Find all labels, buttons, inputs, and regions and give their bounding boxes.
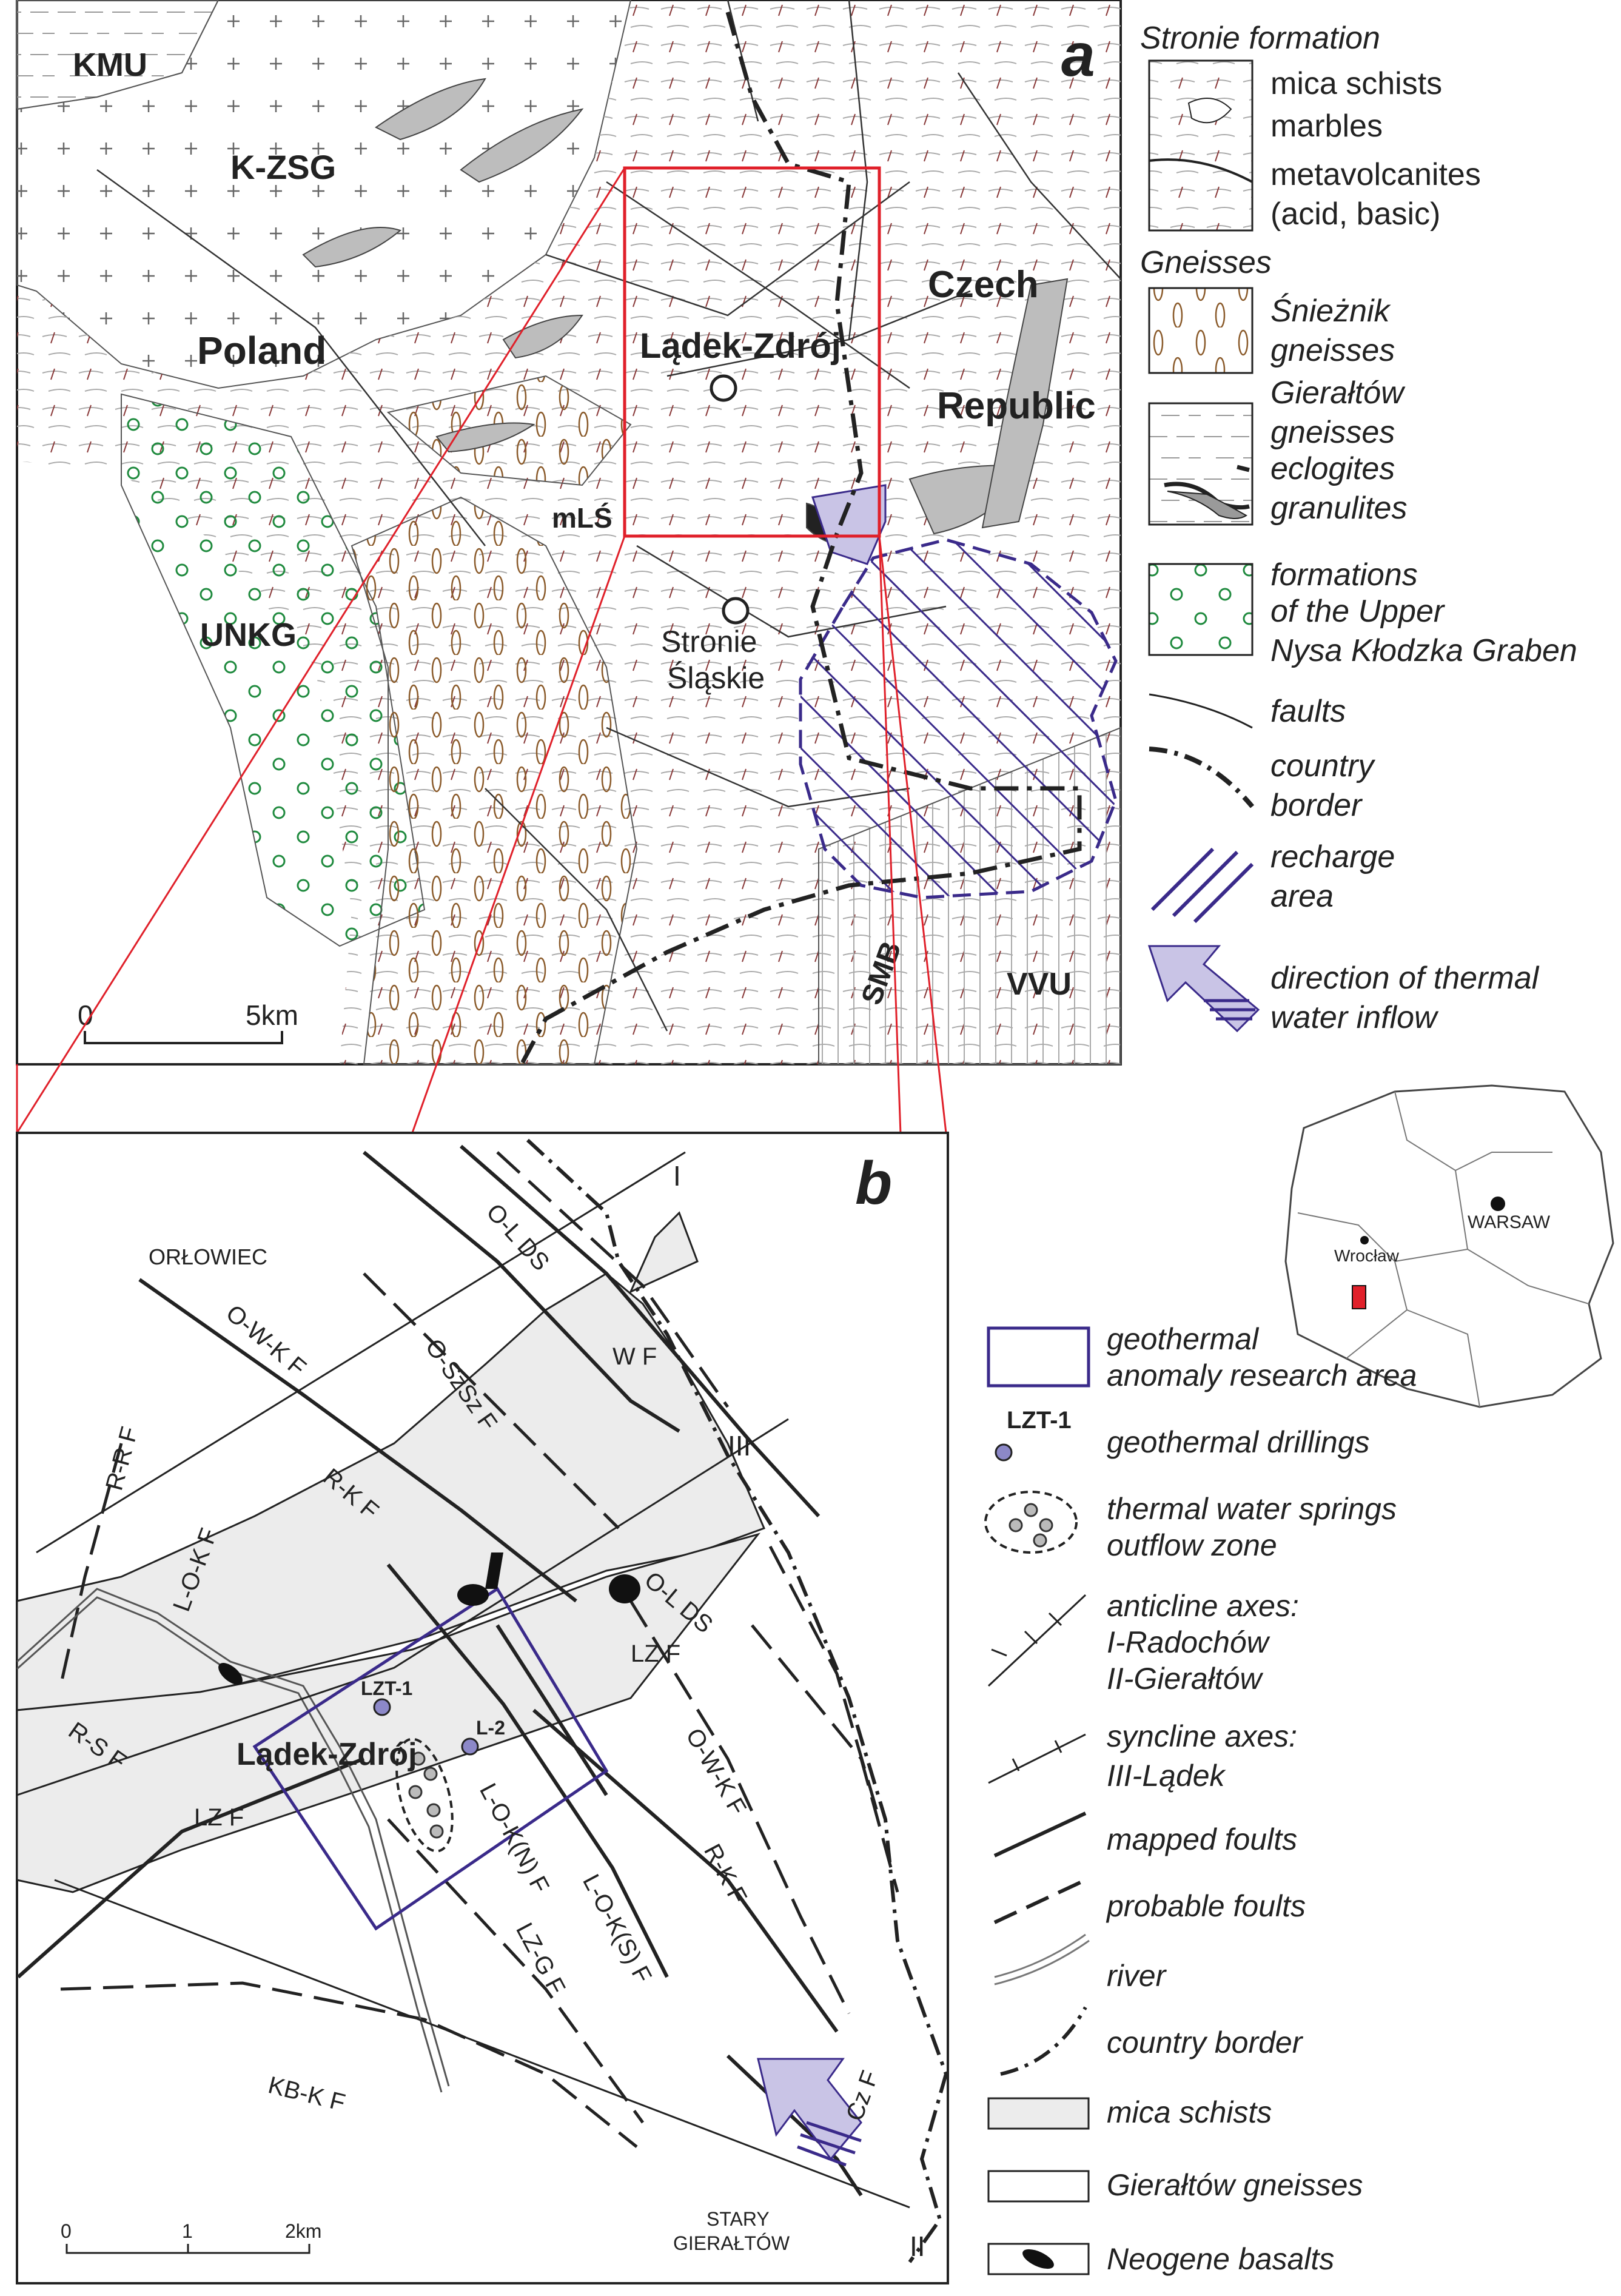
svg-text:syncline axes:: syncline axes: <box>1107 1719 1297 1753</box>
label-republic: Republic <box>937 385 1096 427</box>
svg-text:anomaly research area: anomaly research area <box>1107 1358 1417 1392</box>
svg-text:water inflow: water inflow <box>1270 1000 1439 1035</box>
svg-text:LZT-1: LZT-1 <box>361 1677 412 1699</box>
label-ladek-b: Lądek-Zdrój <box>237 1737 417 1772</box>
svg-text:metavolcanites: metavolcanites <box>1270 157 1481 192</box>
svg-text:Gierałtów: Gierałtów <box>1270 375 1406 411</box>
panel-b: b ORŁOWIEC I II III O-L DS O-W-K F O-SzS… <box>16 1132 949 2284</box>
svg-text:country border: country border <box>1107 2026 1304 2059</box>
svg-text:II-Gierałtów: II-Gierałtów <box>1107 1662 1264 1696</box>
svg-text:Stronie formation: Stronie formation <box>1140 21 1380 56</box>
svg-text:border: border <box>1270 788 1363 823</box>
svg-text:outflow zone: outflow zone <box>1107 1528 1277 1562</box>
inset-poland-map: WARSAW Wrocław <box>1284 1084 1614 1408</box>
svg-text:GIERAŁTÓW: GIERAŁTÓW <box>673 2232 790 2254</box>
label-kmu: KMU <box>73 47 147 83</box>
panel-letter-a: a <box>1061 21 1095 89</box>
svg-text:country: country <box>1270 748 1376 784</box>
svg-text:W F: W F <box>612 1343 657 1370</box>
label-wroclaw: Wrocław <box>1334 1246 1400 1265</box>
ladek-town-marker <box>710 374 737 402</box>
svg-text:ORŁOWIEC: ORŁOWIEC <box>149 1244 267 1269</box>
scale-bar-b: 0 1 2km <box>61 2220 321 2254</box>
svg-text:LZT-1: LZT-1 <box>1007 1407 1072 1434</box>
svg-text:0: 0 <box>61 2220 72 2242</box>
svg-text:5km: 5km <box>246 999 298 1031</box>
svg-text:mica schists: mica schists <box>1270 66 1442 101</box>
label-poland: Poland <box>197 329 326 372</box>
svg-text:STARY: STARY <box>706 2208 770 2230</box>
label-slaskie: Śląskie <box>667 660 765 695</box>
label-unkg: UNKG <box>200 617 297 653</box>
svg-text:geothermal: geothermal <box>1107 1322 1260 1356</box>
svg-text:of the Upper: of the Upper <box>1270 594 1446 629</box>
legend-b: geothermal anomaly research area LZT-1 g… <box>984 1322 1417 2276</box>
svg-text:2km: 2km <box>285 2220 321 2242</box>
label-czech: Czech <box>928 264 1039 306</box>
svg-text:mapped foults: mapped foults <box>1107 1822 1297 1856</box>
svg-text:Gierałtów gneisses: Gierałtów gneisses <box>1107 2168 1363 2202</box>
svg-text:II: II <box>910 2231 925 2262</box>
svg-text:granulites: granulites <box>1270 491 1407 526</box>
drilling-lzt1-marker <box>373 1698 391 1716</box>
legend-a: Stronie formation mica schists marbles m… <box>1140 21 1577 1035</box>
svg-text:formations: formations <box>1270 557 1418 592</box>
svg-text:area: area <box>1270 879 1334 914</box>
springs-zone <box>395 1737 454 1853</box>
svg-text:Neogene basalts: Neogene basalts <box>1107 2242 1334 2276</box>
svg-text:Śnieżnik: Śnieżnik <box>1270 293 1392 329</box>
label-mls: mLŚ <box>552 502 612 534</box>
svg-text:gneisses: gneisses <box>1270 415 1395 450</box>
svg-text:anticline axes:: anticline axes: <box>1107 1589 1299 1623</box>
label-ladek: Lądek-Zdrój <box>640 326 841 366</box>
svg-text:I-Radochów: I-Radochów <box>1107 1625 1270 1659</box>
svg-text:direction of thermal: direction of thermal <box>1270 961 1540 996</box>
svg-text:I: I <box>673 1160 681 1192</box>
svg-text:L-2: L-2 <box>476 1717 505 1739</box>
label-stronie: Stronie <box>661 625 757 659</box>
panel-a: KMU K-ZSG Poland Czech Republic Lądek-Zd… <box>16 0 1122 1066</box>
svg-text:1: 1 <box>182 2220 193 2242</box>
svg-text:Nysa Kłodzka Graben: Nysa Kłodzka Graben <box>1270 633 1577 668</box>
location-marker <box>1352 1285 1366 1309</box>
svg-text:marbles: marbles <box>1270 109 1383 144</box>
svg-text:recharge: recharge <box>1270 839 1395 874</box>
svg-text:mica schists: mica schists <box>1107 2095 1272 2129</box>
recharge-area <box>799 538 1118 899</box>
svg-text:faults: faults <box>1270 694 1346 729</box>
svg-text:Gneisses: Gneisses <box>1140 245 1272 280</box>
svg-text:LZ F: LZ F <box>631 1640 680 1667</box>
svg-text:thermal water springs: thermal water springs <box>1107 1492 1397 1526</box>
svg-text:(acid, basic): (acid, basic) <box>1270 196 1440 232</box>
svg-text:LZ F: LZ F <box>194 1804 244 1831</box>
svg-text:III: III <box>728 1430 751 1462</box>
svg-text:gneisses: gneisses <box>1270 333 1395 368</box>
label-warsaw: WARSAW <box>1468 1212 1551 1232</box>
panel-letter-b: b <box>855 1149 892 1217</box>
svg-text:eclogites: eclogites <box>1270 451 1395 486</box>
inset-frame-b <box>623 166 881 538</box>
research-area <box>252 1586 609 1931</box>
label-kzsg: K-ZSG <box>230 148 336 186</box>
scale-bar-a: 0 5km <box>78 999 298 1044</box>
svg-text:geothermal drillings: geothermal drillings <box>1107 1425 1370 1459</box>
svg-text:river: river <box>1107 1959 1167 1993</box>
drilling-l2-marker <box>461 1737 479 1756</box>
stronie-town-marker <box>722 597 750 625</box>
svg-text:III-Lądek: III-Lądek <box>1107 1759 1227 1793</box>
svg-text:probable foults: probable foults <box>1106 1889 1306 1923</box>
label-vvu: VVU <box>1007 967 1072 1002</box>
